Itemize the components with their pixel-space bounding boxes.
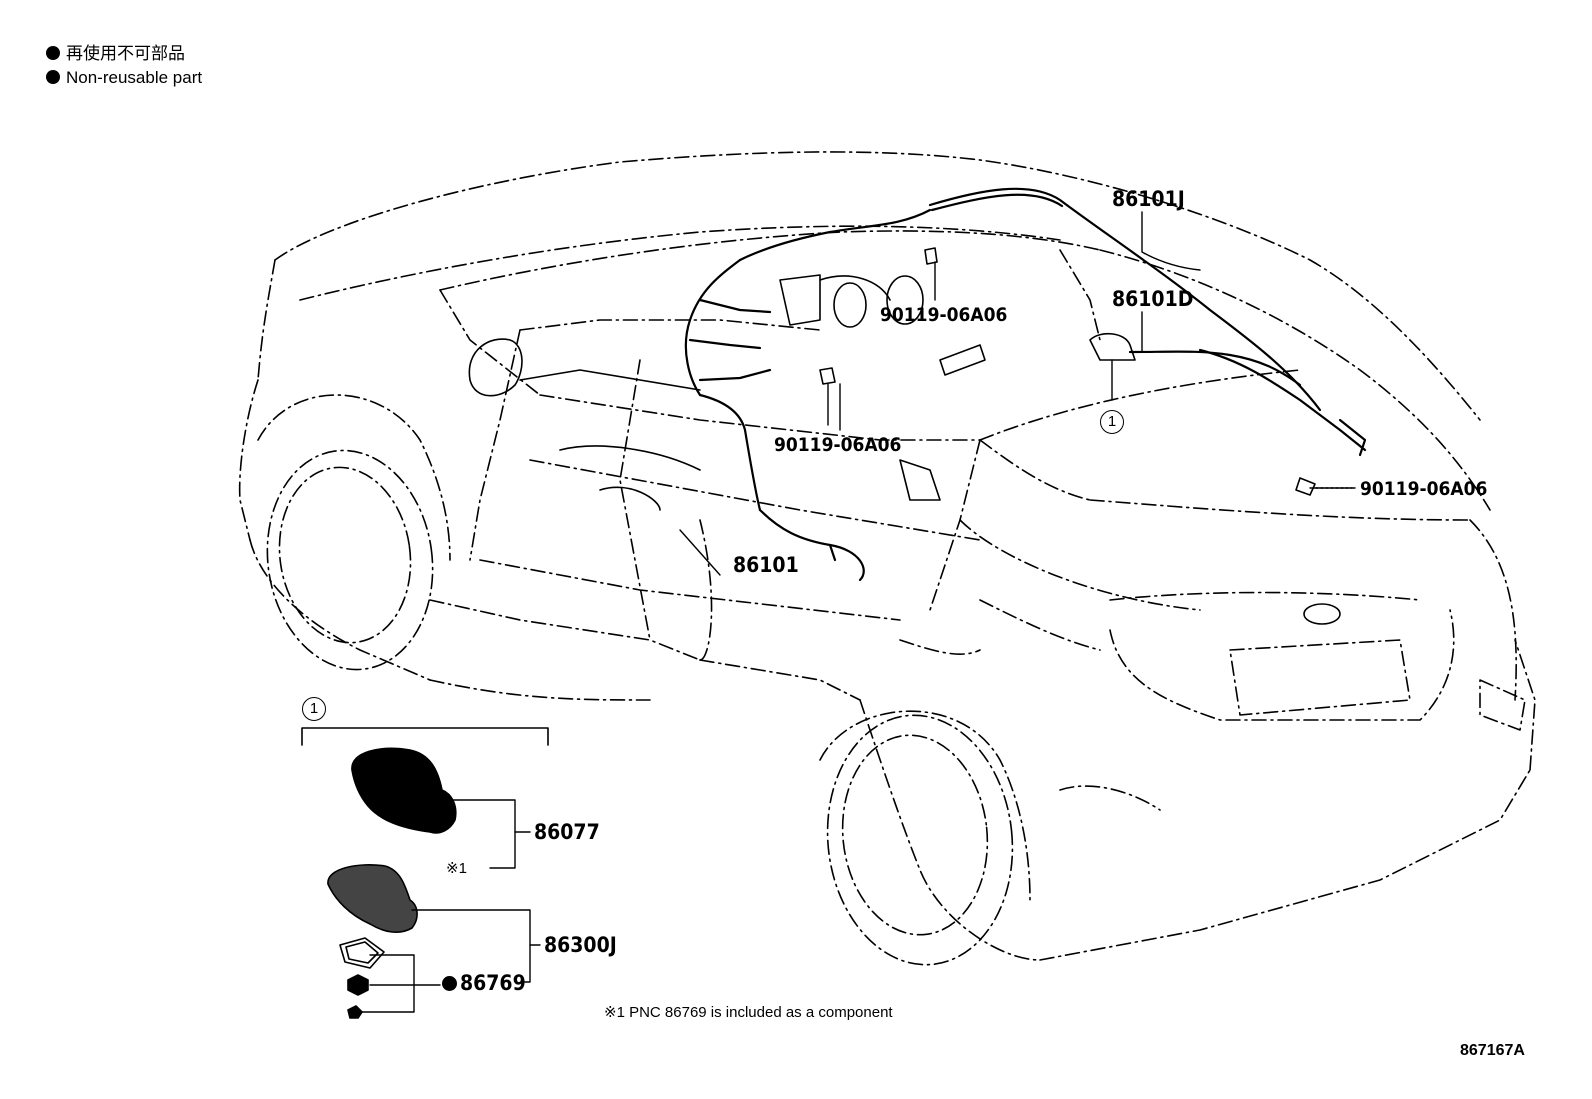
- rear-emblem: [1303, 603, 1341, 625]
- bolt-symbols: [819, 247, 1316, 496]
- interior-solid: [519, 274, 986, 511]
- callout-90119-06A06-upper: 90119-06A06: [880, 304, 1008, 326]
- harness-86101: [684, 208, 932, 582]
- front-wheel: [257, 394, 451, 671]
- legend-non-reusable-en: Non-reusable part: [46, 68, 202, 88]
- diagram-code: 867167A: [1460, 1042, 1525, 1059]
- footnote: ※1 PNC 86769 is included as a component: [604, 1004, 893, 1021]
- harness-86101D: [1128, 350, 1302, 387]
- harness-86101J: [928, 187, 1367, 457]
- gasket: [339, 937, 385, 969]
- callout-86300J: 86300J: [544, 933, 617, 957]
- callout-86077: 86077: [534, 820, 600, 844]
- callout-86769-text: 86769: [460, 971, 526, 995]
- callout-86101J: 86101J: [1112, 187, 1185, 211]
- bolt: [347, 1005, 363, 1019]
- callout-86769: 86769: [442, 972, 526, 994]
- solid-circle-icon: [442, 976, 457, 991]
- solid-circle-icon: [46, 70, 60, 84]
- legend-non-reusable-ja: 再使用不可部品: [46, 44, 185, 64]
- antenna-base-car: [1089, 332, 1136, 361]
- nut: [347, 974, 369, 996]
- leader-lines: [679, 211, 1356, 576]
- side-mirror: [468, 338, 523, 397]
- rear-wheel: [819, 710, 1031, 966]
- antenna-86300J: [327, 864, 418, 933]
- group-marker-on-car: 1: [1100, 410, 1124, 434]
- asterisk-reference: ※1: [446, 860, 467, 877]
- inset-bracket: [301, 727, 549, 746]
- group-marker-inset: 1: [302, 697, 326, 721]
- car-body-phantom: [257, 151, 1517, 701]
- legend-text-en: Non-reusable part: [66, 68, 203, 87]
- callout-90119-06A06-middle: 90119-06A06: [774, 434, 902, 456]
- solid-circle-icon: [46, 46, 60, 60]
- antenna-cover-86077: [351, 747, 457, 834]
- car-lower-phantom: [238, 329, 1536, 961]
- callout-86101D: 86101D: [1112, 287, 1194, 311]
- callout-90119-06A06-right: 90119-06A06: [1360, 478, 1488, 500]
- callout-86101: 86101: [733, 553, 799, 577]
- legend-text-ja: 再使用不可部品: [66, 44, 185, 63]
